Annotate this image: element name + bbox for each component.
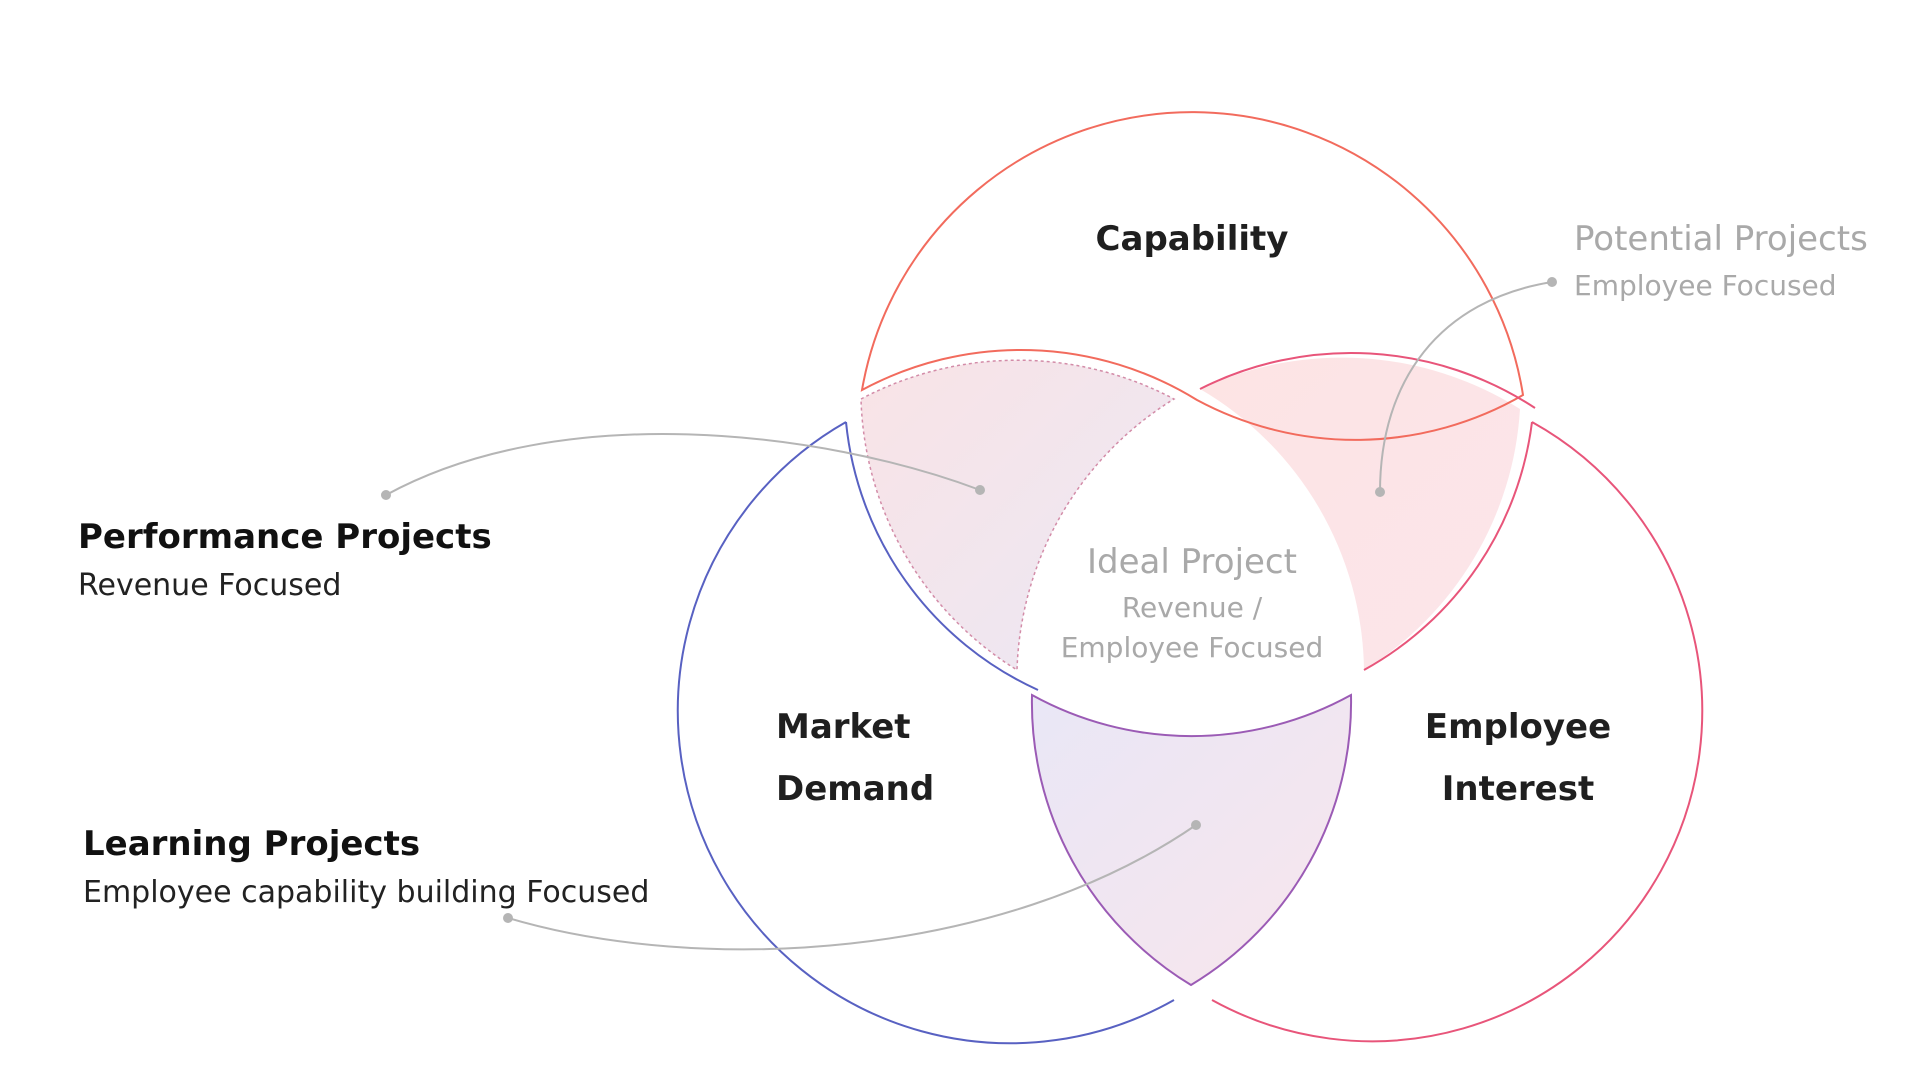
performance-leader-dot-start (381, 490, 391, 500)
market-demand-label-line-2: Demand (776, 769, 934, 809)
potential-overlap-region (1200, 357, 1520, 670)
performance-projects-title: Performance Projects (78, 517, 492, 557)
potential-leader-dot-start (1375, 487, 1385, 497)
capability-label: Capability (1096, 219, 1289, 259)
employee-interest-circle-top (1199, 352, 1536, 409)
potential-projects-title: Potential Projects (1574, 219, 1868, 259)
learning-leader-line (507, 824, 1197, 951)
employee-interest-label-line-1: Employee (1425, 707, 1611, 747)
learning-overlap-region (1030, 693, 1353, 987)
market-demand-label-line-1: Market (776, 707, 911, 747)
potential-leader-line (1379, 281, 1553, 493)
performance-leader-dot-end (975, 485, 985, 495)
learning-projects-subtitle: Employee capability building Focused (83, 875, 649, 910)
learning-leader-dot-start (503, 913, 513, 923)
capability-circle (860, 111, 1525, 441)
potential-leader-dot-end (1547, 277, 1557, 287)
ideal-project-subtitle-line-1: Revenue / (1122, 591, 1263, 624)
learning-leader-dot-end (1191, 820, 1201, 830)
performance-overlap-region (860, 359, 1176, 672)
ideal-project-title: Ideal Project (1087, 542, 1297, 582)
market-demand-circle (676, 421, 1175, 1045)
performance-projects-subtitle: Revenue Focused (78, 568, 341, 603)
employee-interest-label-line-2: Interest (1442, 769, 1595, 809)
ideal-project-subtitle-line-2: Employee Focused (1061, 631, 1324, 664)
learning-projects-title: Learning Projects (83, 824, 420, 864)
employee-interest-circle (1211, 421, 1704, 1043)
performance-leader-line (385, 433, 981, 496)
potential-projects-subtitle: Employee Focused (1574, 269, 1837, 302)
